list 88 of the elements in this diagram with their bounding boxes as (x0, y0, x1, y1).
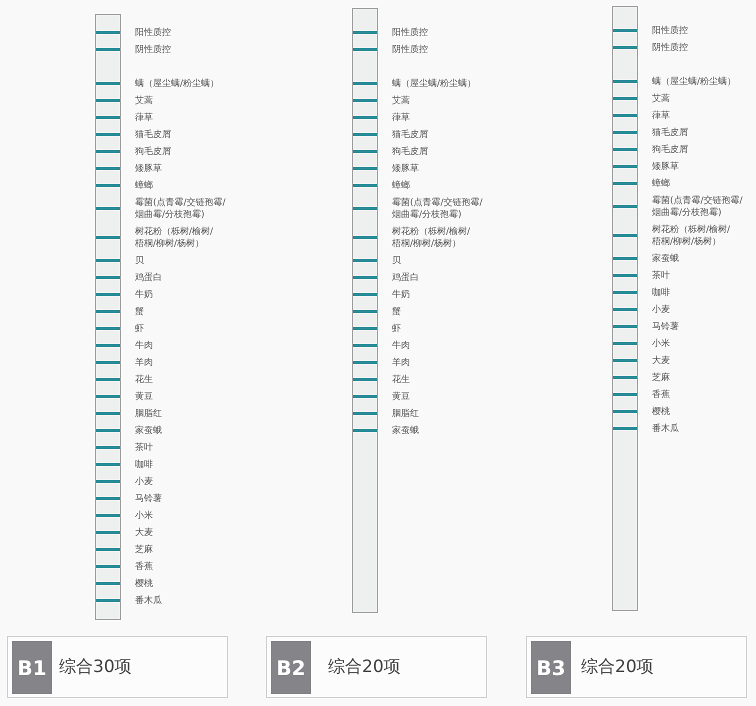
band-label: 芝麻 (652, 372, 670, 384)
band-label: 牛奶 (135, 289, 153, 301)
band-label: 香蕉 (135, 561, 153, 573)
band-label: 小米 (135, 510, 153, 522)
band-label: 矮豚草 (135, 163, 162, 175)
band-label: 霉菌(点青霉/交链孢霉/烟曲霉/分枝孢霉) (392, 197, 484, 221)
band-label: 虾 (392, 323, 401, 335)
band-label: 鸡蛋白 (392, 272, 419, 284)
band-label: 家蚕蛾 (652, 253, 679, 265)
band-label: 艾蒿 (392, 95, 410, 107)
band-label: 蟑螂 (135, 180, 153, 192)
band-label: 蟹 (135, 306, 144, 318)
band-label: 樱桃 (135, 578, 153, 590)
band-label: 猫毛皮屑 (652, 127, 688, 139)
band-label: 羊肉 (135, 357, 153, 369)
band-label: 螨（屋尘螨/粉尘螨） (652, 76, 736, 88)
band-label: 狗毛皮屑 (392, 146, 428, 158)
band-label: 咖啡 (652, 287, 670, 299)
band-label: 番木瓜 (135, 595, 162, 607)
band-label: 番木瓜 (652, 423, 679, 435)
band-label: 阳性质控 (652, 25, 688, 37)
band-label: 黄豆 (392, 391, 410, 403)
band-label: 家蚕蛾 (392, 425, 419, 437)
band-label: 牛肉 (135, 340, 153, 352)
band-label: 蟹 (392, 306, 401, 318)
test-strip (95, 14, 121, 620)
band-label: 羊肉 (392, 357, 410, 369)
band-label: 艾蒿 (135, 95, 153, 107)
band-label: 马铃薯 (652, 321, 679, 333)
band-label: 胭脂红 (135, 408, 162, 420)
code-badge: B2 (271, 641, 311, 694)
band-label: 牛奶 (392, 289, 410, 301)
strip-card (526, 636, 747, 698)
band-label: 阴性质控 (135, 44, 171, 56)
band-label: 花生 (392, 374, 410, 386)
band-label: 樱桃 (652, 406, 670, 418)
band-label: 牛肉 (392, 340, 410, 352)
test-strip (612, 6, 638, 611)
band-label: 小麦 (135, 476, 153, 488)
band-label: 螨（屋尘螨/粉尘螨） (392, 78, 476, 90)
test-strip (352, 8, 378, 613)
band-label: 树花粉（栎树/榆树/梧桐/柳树/杨树） (392, 226, 472, 250)
band-label: 花生 (135, 374, 153, 386)
band-label: 茶叶 (135, 442, 153, 454)
band-label: 螨（屋尘螨/粉尘螨） (135, 78, 220, 90)
band-label: 葎草 (135, 112, 153, 124)
band-label: 阳性质控 (135, 27, 171, 39)
band-label: 家蚕蛾 (135, 425, 162, 437)
band-label: 咖啡 (135, 459, 153, 471)
band-label: 猫毛皮屑 (392, 129, 428, 141)
band-label: 茶叶 (652, 270, 670, 282)
band-label: 树花粉（栎树/榆树/梧桐/柳树/杨树） (135, 226, 214, 250)
band-label: 艾蒿 (652, 93, 670, 105)
code-badge: B1 (12, 641, 52, 694)
code-badge: B3 (531, 641, 571, 694)
band-label: 树花粉（栎树/榆树/梧桐/柳树/杨树） (652, 224, 732, 248)
band-label: 葎草 (392, 112, 410, 124)
band-label: 阳性质控 (392, 27, 428, 39)
band-label: 狗毛皮屑 (135, 146, 171, 158)
band-label: 霉菌(点青霉/交链孢霉/烟曲霉/分枝孢霉) (652, 195, 744, 219)
card-title: 综合30项 (59, 657, 132, 677)
band-label: 大麦 (135, 527, 153, 539)
band-label: 鸡蛋白 (135, 272, 162, 284)
band-label: 小米 (652, 338, 670, 350)
card-title: 综合20项 (328, 657, 401, 677)
band-label: 大麦 (652, 355, 670, 367)
band-label: 贝 (135, 255, 144, 267)
band-label: 葎草 (652, 110, 670, 122)
band-label: 胭脂红 (392, 408, 419, 420)
band-label: 阴性质控 (652, 42, 688, 54)
band-label: 狗毛皮屑 (652, 144, 688, 156)
band-label: 阴性质控 (392, 44, 428, 56)
band-label: 小麦 (652, 304, 670, 316)
band-label: 香蕉 (652, 389, 670, 401)
card-title: 综合20项 (581, 657, 654, 677)
band-label: 马铃薯 (135, 493, 162, 505)
band-label: 矮豚草 (652, 161, 679, 173)
band-label: 蟑螂 (652, 178, 670, 190)
band-label: 蟑螂 (392, 180, 410, 192)
band-label: 猫毛皮屑 (135, 129, 171, 141)
strip-card (266, 636, 487, 698)
strip-card (7, 636, 228, 698)
band-label: 芝麻 (135, 544, 153, 556)
band-label: 矮豚草 (392, 163, 419, 175)
band-label: 虾 (135, 323, 144, 335)
band-label: 黄豆 (135, 391, 153, 403)
band-label: 贝 (392, 255, 401, 267)
band-label: 霉菌(点青霉/交链孢霉/烟曲霉/分枝孢霉) (135, 197, 227, 221)
